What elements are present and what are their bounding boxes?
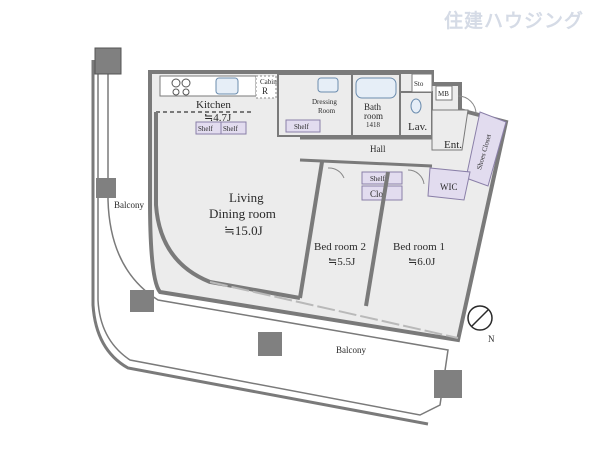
living-name-1: Living xyxy=(229,190,264,205)
compass-icon xyxy=(467,305,493,331)
closet-label: Clo. xyxy=(370,189,385,199)
washbasin xyxy=(317,77,339,93)
stove-burner-3 xyxy=(172,88,180,96)
balcony-left-label: Balcony xyxy=(114,200,144,210)
living-name-2: Dining room xyxy=(209,206,276,221)
column-bottom-right xyxy=(434,370,462,398)
bath-size: 1418 xyxy=(366,121,381,129)
sto-label: Sto xyxy=(414,80,424,88)
balcony-rail xyxy=(91,60,429,426)
bed2-shelf-box xyxy=(361,171,403,185)
kitchen-shelf-left: Shelf xyxy=(198,125,213,133)
cabinet-label: Cabinet xyxy=(260,78,282,86)
wall-living-curve xyxy=(154,112,301,300)
dressing-label-2: Room xyxy=(318,107,336,115)
hall-label: Hall xyxy=(370,144,386,154)
wall-hall xyxy=(299,158,433,168)
wic-label: WIC xyxy=(440,182,458,192)
kitchen-sink xyxy=(215,77,239,95)
door-swing-bed1 xyxy=(407,169,425,185)
balcony-left xyxy=(97,61,449,416)
column-left-mid xyxy=(96,178,116,198)
fridge-label: R xyxy=(262,86,268,96)
dressing-label-1: Dressing xyxy=(312,98,337,106)
kitchen-shelf-right: Shelf xyxy=(223,125,238,133)
stove-burner-1 xyxy=(171,78,181,88)
dressing-shelf-label: Shelf xyxy=(294,123,309,131)
stove-burner-4 xyxy=(182,88,190,96)
compass-north-label: N xyxy=(488,334,495,344)
toilet xyxy=(410,98,422,114)
mb-label: MB xyxy=(438,90,449,98)
wall-bed2-bed1 xyxy=(364,171,390,307)
bedroom2-area: ≒5.5J xyxy=(328,256,356,268)
kitchen-area: ≒4.7J xyxy=(204,112,232,124)
cabinet-box xyxy=(255,75,277,99)
bedroom2-name: Bed room 2 xyxy=(314,241,366,253)
wic-box xyxy=(427,167,471,201)
bath-label-1: Bath xyxy=(364,102,381,112)
bathtub xyxy=(355,77,397,99)
lav-label: Lav. xyxy=(408,121,427,133)
balcony-bottom-label: Balcony xyxy=(336,345,366,355)
mb-box xyxy=(435,85,453,101)
column-left-low xyxy=(130,290,154,312)
shoes-closet-box xyxy=(465,111,507,187)
living-area: ≒15.0J xyxy=(224,223,263,238)
dressing-shelf-box xyxy=(285,119,321,133)
living-room-area xyxy=(156,112,322,296)
entrance-label: Ent. xyxy=(444,139,462,151)
wall-living-bed2 xyxy=(298,161,324,299)
storage-box xyxy=(411,73,433,93)
brand-watermark: 住建ハウジング xyxy=(443,10,584,32)
bedroom1-area: ≒6.0J xyxy=(408,256,436,268)
bed2-shelf-label: Shelf xyxy=(370,175,385,183)
column-bottom-mid xyxy=(258,332,282,356)
bedroom1-name: Bed room 1 xyxy=(393,241,445,253)
window-bottom xyxy=(209,281,459,339)
bath-label-2: room xyxy=(364,111,383,121)
column-top-left xyxy=(94,47,122,75)
stove-burner-2 xyxy=(181,78,191,88)
door-swing-entrance xyxy=(457,95,477,115)
door-swing-bed2 xyxy=(327,167,345,179)
hall-area xyxy=(300,140,440,166)
kitchen-name: Kitchen xyxy=(196,99,231,111)
